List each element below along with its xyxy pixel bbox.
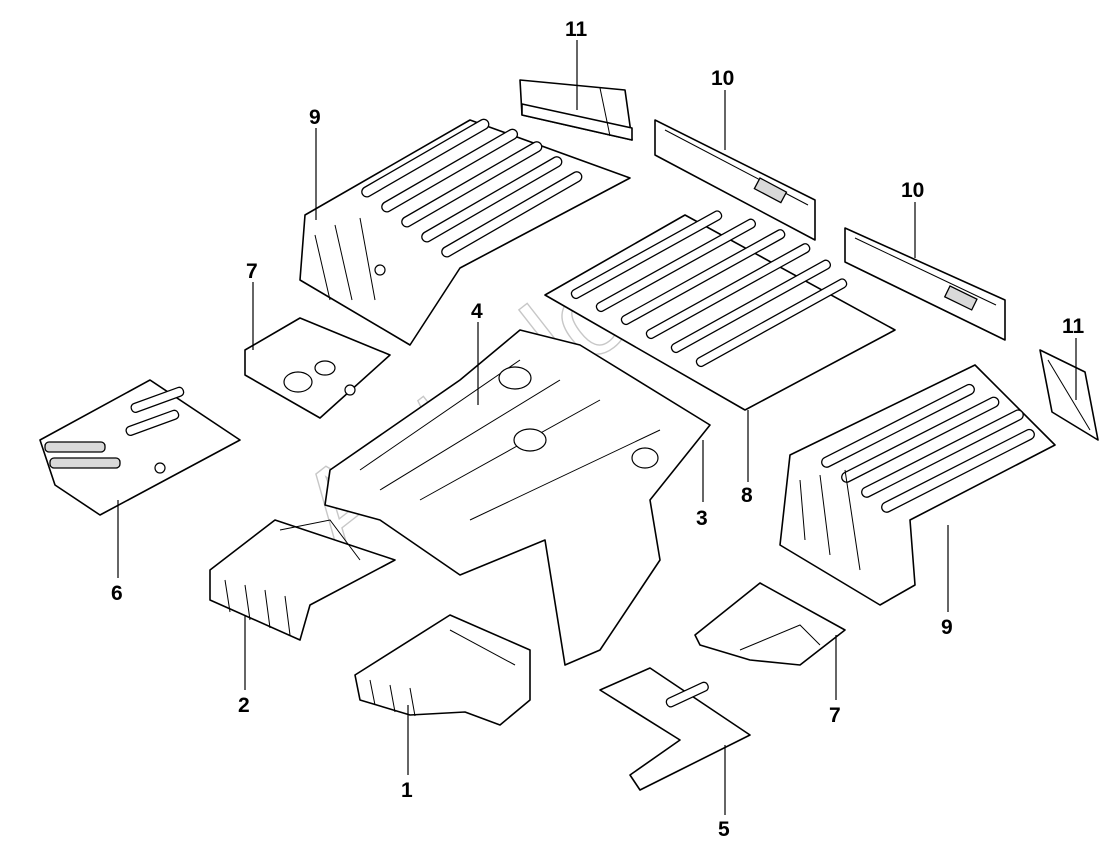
part-8	[544, 210, 896, 411]
leader-lines	[117, 40, 1077, 815]
callout-2: 2	[238, 694, 250, 717]
callout-11-right: 11	[1062, 315, 1085, 338]
part-4-main-floor	[324, 329, 711, 666]
part-10-lower	[844, 227, 1006, 341]
callout-9-lower: 9	[941, 616, 953, 639]
part-7-lower-right	[694, 582, 846, 666]
part-1	[354, 614, 531, 726]
part-2	[209, 519, 396, 641]
callout-3: 3	[696, 507, 708, 530]
part-7-upper-left	[244, 317, 391, 419]
part-11-top	[519, 79, 633, 141]
callout-11-top: 11	[565, 18, 588, 41]
callout-7-upper: 7	[246, 260, 258, 283]
part-9-upper-left	[299, 118, 631, 346]
callout-10-upper: 10	[711, 67, 734, 90]
callout-labels: 11 10 10 11 9 7 4 6 3 8 9 2 1 7 5	[111, 18, 1085, 841]
part-9-lower-right	[779, 364, 1056, 606]
callout-5: 5	[718, 818, 730, 841]
callout-4: 4	[471, 300, 483, 323]
part-11-right	[1039, 349, 1099, 441]
part-5	[599, 667, 751, 791]
part-6	[39, 379, 241, 516]
callout-10-lower: 10	[901, 179, 924, 202]
callout-6: 6	[111, 582, 123, 605]
callout-9-upper: 9	[309, 106, 321, 129]
part-10-upper	[654, 119, 816, 241]
callout-8: 8	[741, 484, 753, 507]
callout-7-lower: 7	[829, 704, 841, 727]
callout-1: 1	[401, 779, 413, 802]
